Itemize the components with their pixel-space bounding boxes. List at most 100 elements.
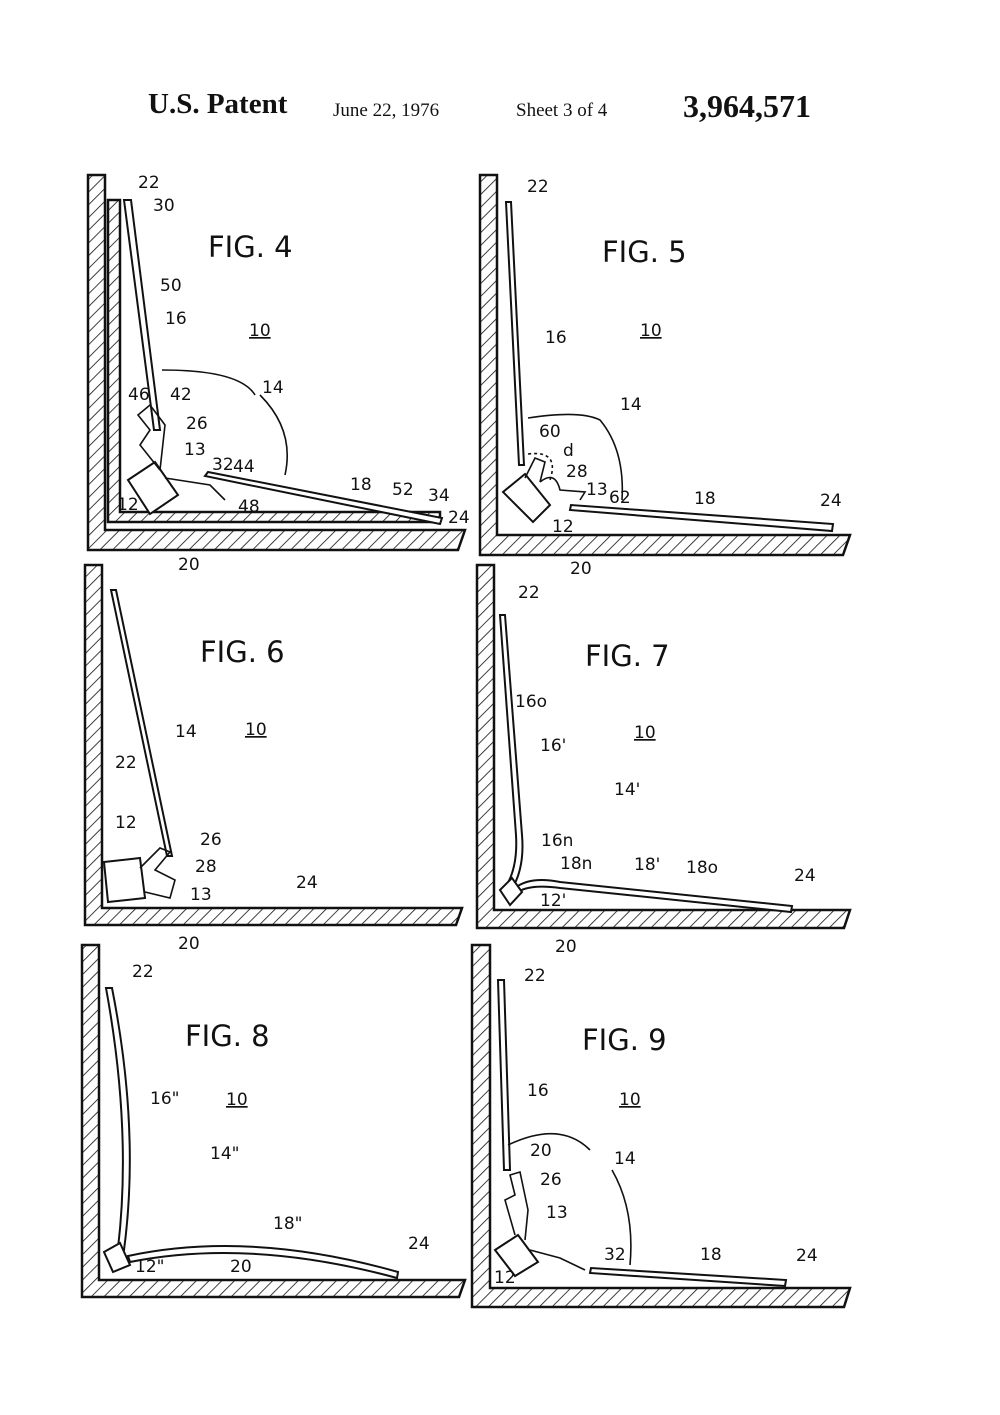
reference-numeral: 16': [540, 736, 566, 756]
reference-numeral: 48: [238, 497, 260, 517]
figure-title: FIG. 4: [208, 230, 293, 264]
reference-numeral: 22: [527, 177, 549, 197]
fig-9-drawing: [470, 943, 852, 1309]
block-12: [126, 460, 180, 516]
reference-numeral: 10: [249, 321, 271, 341]
reference-numeral: 16: [527, 1081, 549, 1101]
panel-16-double-prime: [104, 987, 131, 1252]
panel-18-prime: [513, 879, 794, 914]
figure-title: FIG. 7: [585, 639, 670, 673]
reference-numeral: 52: [392, 480, 414, 500]
figure-title: FIG. 6: [200, 635, 285, 669]
reference-numeral: 32: [212, 455, 234, 475]
reference-numeral: 28: [566, 462, 588, 482]
fig-5-drawing: [478, 173, 852, 557]
reference-numeral: 18: [350, 475, 372, 495]
panel-16-prime: [498, 614, 524, 894]
reference-numeral: 14": [210, 1144, 239, 1164]
reference-numeral: 10: [640, 321, 662, 341]
reference-numeral: 13: [190, 885, 212, 905]
reference-numeral: 16: [545, 328, 567, 348]
reference-numeral: 42: [170, 385, 192, 405]
panel-18: [203, 470, 444, 526]
reference-numeral: 10: [226, 1090, 248, 1110]
reference-numeral: 22: [132, 962, 154, 982]
reference-numeral: 20: [530, 1141, 552, 1161]
reference-numeral: 24: [820, 491, 842, 511]
reference-numeral: 18": [273, 1214, 302, 1234]
hinge-13: [524, 456, 587, 501]
panel-16: [496, 979, 512, 1171]
wall-22: [470, 943, 852, 1309]
block-12-double-prime: [102, 1241, 132, 1274]
reference-numeral: 20: [178, 934, 200, 954]
panel-14: [109, 589, 174, 857]
figure-title: FIG. 5: [602, 235, 687, 269]
reference-numeral: 24: [448, 508, 470, 528]
reference-numeral: 13: [546, 1203, 568, 1223]
patent-office-label: U.S. Patent: [148, 88, 288, 120]
reference-numeral: 10: [634, 723, 656, 743]
reference-numeral: 18': [634, 855, 660, 875]
wall-22: [475, 563, 852, 930]
fig-6-drawing: [83, 563, 464, 927]
reference-numeral: 22: [518, 583, 540, 603]
block-12: [493, 1233, 540, 1278]
reference-numeral: 24: [796, 1246, 818, 1266]
reference-numeral: 46: [128, 385, 150, 405]
panel-16: [122, 199, 162, 431]
reference-numeral: 13: [184, 440, 206, 460]
reference-numeral: 24: [296, 873, 318, 893]
reference-numeral: 12': [540, 891, 566, 911]
reference-numeral: 12": [135, 1257, 164, 1277]
reference-numeral: 22: [138, 173, 160, 193]
sheet-number: Sheet 3 of 4: [516, 100, 608, 121]
reference-numeral: 16: [165, 309, 187, 329]
reference-numeral: 20: [555, 937, 577, 957]
block-12: [102, 856, 147, 904]
reference-numeral: 12: [552, 517, 574, 537]
reference-numeral: 20: [570, 559, 592, 579]
block-12: [501, 472, 552, 524]
reference-numeral: 16n: [541, 831, 573, 851]
reference-numeral: 24: [794, 866, 816, 886]
reference-numeral: 62: [609, 488, 631, 508]
reference-numeral: 28: [195, 857, 217, 877]
reference-numeral: 30: [153, 196, 175, 216]
reference-numeral: 16o: [515, 692, 547, 712]
reference-numeral: 10: [245, 720, 267, 740]
reference-numeral: 14': [614, 780, 640, 800]
reference-numeral: 26: [200, 830, 222, 850]
figure-title: FIG. 8: [185, 1019, 270, 1053]
reference-numeral: 26: [540, 1170, 562, 1190]
reference-numeral: 14: [620, 395, 642, 415]
figure-title: FIG. 9: [582, 1023, 667, 1057]
reference-numeral: 44: [233, 457, 255, 477]
reference-numeral: 18n: [560, 854, 592, 874]
reference-numeral: 10: [619, 1090, 641, 1110]
reference-numeral: 20: [230, 1257, 252, 1277]
panel-18: [588, 1266, 788, 1288]
reference-numeral: 12: [117, 495, 139, 515]
leader-14: [507, 1132, 632, 1266]
reference-numeral: 26: [186, 414, 208, 434]
leader-14: [527, 413, 624, 501]
reference-numeral: 14: [175, 722, 197, 742]
reference-numeral: 14: [262, 378, 284, 398]
reference-numeral: 12: [115, 813, 137, 833]
panel-18-double-prime: [126, 1245, 400, 1280]
reference-numeral: 18: [700, 1245, 722, 1265]
reference-numeral: 20: [178, 555, 200, 575]
block-12-prime: [498, 876, 524, 907]
figure-titles: FIG. 4 FIG. 5 FIG. 6 FIG. 7 FIG. 8 FIG. 9: [185, 230, 687, 1057]
wall-22: [80, 943, 467, 1299]
reference-numeral: 60: [539, 422, 561, 442]
hinge-13: [504, 1170, 586, 1271]
reference-numeral: 12: [494, 1268, 516, 1288]
wall-22: [478, 173, 852, 557]
reference-numeral: 32: [604, 1245, 626, 1265]
reference-numeral: 22: [524, 966, 546, 986]
wall-22: [83, 563, 464, 927]
